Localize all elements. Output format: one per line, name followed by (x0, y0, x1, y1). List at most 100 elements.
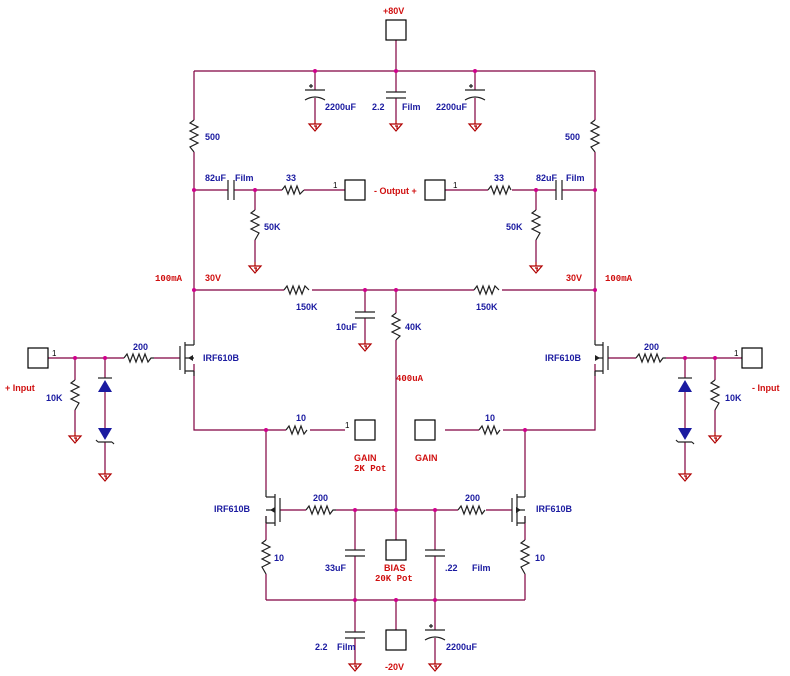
wires (48, 40, 742, 660)
label-c-bot-left-film: Film (337, 642, 356, 652)
resistor-500-left (188, 119, 200, 153)
label-q-left: IRF610B (203, 353, 240, 363)
terminal-output-left (344, 179, 366, 201)
label-plus-80v: +80V (383, 6, 404, 16)
pin-output-right: 1 (453, 181, 458, 190)
capacitor-2.2-film-top (386, 91, 406, 99)
label-r-gain-left: 10 (296, 413, 306, 423)
resistor-33-right (487, 184, 512, 196)
zener-left-upper (98, 377, 112, 392)
label-r-gnd-right: 50K (506, 222, 523, 232)
capacitors (227, 84, 563, 641)
terminal-bias (385, 539, 407, 561)
capacitor-33uf (345, 549, 365, 557)
label-c-low-right: .22 (445, 563, 458, 573)
label-r-low-gate-left: 200 (313, 493, 328, 503)
resistor-500-right (589, 119, 601, 153)
label-minus-20v: -20V (385, 662, 404, 672)
terminal-input-left (27, 347, 49, 369)
mosfet-lower-right (511, 490, 526, 526)
junction-dot (523, 428, 527, 432)
junction-dot (73, 356, 77, 360)
ground-icon (467, 120, 483, 132)
label-r-mid: 40K (405, 322, 422, 332)
junction-dot (394, 508, 398, 512)
ground-mark (535, 267, 538, 271)
label-r-src-right: 10 (535, 553, 545, 563)
junction-dot (593, 288, 597, 292)
resistor-200-low-right (457, 504, 486, 516)
resistor-200-left (123, 352, 154, 364)
junction-dot (192, 288, 196, 292)
resistor-40k (390, 312, 402, 341)
resistor-50k-left (249, 209, 261, 241)
pin-input-right: 1 (734, 349, 739, 358)
junction-dot (192, 188, 196, 192)
label-r-top-left: 500 (205, 132, 220, 142)
label-r-in-left: 10K (46, 393, 63, 403)
ground-icon (97, 470, 113, 482)
zener-left-lower (95, 428, 115, 445)
capacitor-2200uf-bottom (424, 624, 446, 641)
capacitor-2200uf-top-left (304, 84, 326, 101)
resistors (69, 119, 721, 575)
label-bias: BIAS (384, 563, 406, 573)
terminal-input-right (741, 347, 763, 369)
ground-icon (388, 120, 404, 132)
capacitor-82uf-right (555, 180, 563, 200)
label-v-left: 30V (205, 273, 221, 283)
ground-icon (677, 470, 693, 482)
label-r-out-left: 33 (286, 173, 296, 183)
label-r-in-right: 10K (725, 393, 742, 403)
pin-input-left: 1 (52, 349, 57, 358)
label-c-couple-right-film: Film (566, 173, 585, 183)
ground-mark (254, 267, 257, 271)
terminal-minus-20v (385, 629, 407, 651)
pin-gain-left: 1 (345, 421, 350, 430)
label-c-low-right-film: Film (472, 563, 491, 573)
resistor-50k-right (530, 209, 542, 241)
terminal-plus-80v (385, 19, 407, 41)
resistor-33-left (281, 184, 305, 196)
label-r-out-right: 33 (494, 173, 504, 183)
junction-dot (534, 188, 538, 192)
junction-dot (103, 356, 107, 360)
junction-dot (253, 188, 257, 192)
resistor-10k-left (69, 379, 81, 411)
capacitor-2200uf-top-right (464, 84, 486, 101)
terminal-gain-right (414, 419, 436, 441)
label-c-couple-left-film: Film (235, 173, 254, 183)
terminals (27, 19, 763, 651)
junction-dot (683, 356, 687, 360)
ground-mark (104, 475, 107, 479)
resistor-200-right (635, 352, 666, 364)
capacitor-10uf (355, 311, 375, 319)
junction-dot (433, 508, 437, 512)
label-current-right: 100mA (605, 274, 633, 284)
capacitor-82uf-left (227, 180, 235, 200)
resistor-10-gain-left (285, 424, 308, 436)
mosfets (179, 340, 609, 526)
junction-dot (313, 69, 317, 73)
label-gain-left: GAIN (354, 453, 377, 463)
ground-mark (364, 345, 367, 349)
zener-right-lower (675, 428, 695, 445)
label-gain-right: GAIN (415, 453, 438, 463)
junction-dot (394, 598, 398, 602)
junction-dot (264, 428, 268, 432)
terminal-gain-left (354, 419, 376, 441)
junction-dot (593, 188, 597, 192)
ground-mark (684, 475, 687, 479)
label-c-top-mid-film: Film (402, 102, 421, 112)
resistor-150k-right (473, 284, 500, 296)
label-r-src-left: 10 (274, 553, 284, 563)
junction-dot (394, 69, 398, 73)
ground-icon (307, 120, 323, 132)
label-c-bot-left: 2.2 (315, 642, 328, 652)
labels: +80V -20V 2200uF 2.2 Film 2200uF 500 500… (5, 6, 780, 672)
resistor-10-src-right (519, 539, 531, 575)
label-c-top-left: 2200uF (325, 102, 357, 112)
ground-icon (67, 432, 83, 444)
ground-icon (347, 660, 363, 672)
label-r-gnd-left: 50K (264, 222, 281, 232)
